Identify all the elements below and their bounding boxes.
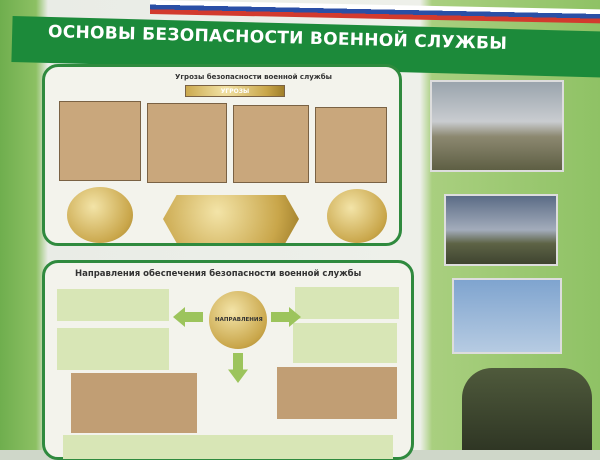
direction-box-organizational xyxy=(71,373,197,433)
right-circle xyxy=(327,189,387,243)
directions-heading: Направления обеспечения безопасности вое… xyxy=(75,269,362,279)
threat-box-4 xyxy=(315,107,387,183)
left-circle xyxy=(67,187,133,243)
direction-box-medical xyxy=(295,287,399,319)
center-hexagon xyxy=(163,195,299,243)
arrow-left-icon xyxy=(173,307,203,327)
threat-box-1 xyxy=(59,101,141,181)
soldier-figure xyxy=(462,368,592,450)
direction-box-bottom xyxy=(63,435,393,459)
direction-box-socioeconomic xyxy=(57,328,169,370)
directions-center-label: НАПРАВЛЕНИЯ xyxy=(215,317,263,323)
direction-box-legal xyxy=(57,289,169,321)
direction-box-hydrometeorological xyxy=(293,323,397,363)
photo-artillery xyxy=(430,80,564,172)
arrow-right-icon xyxy=(271,307,301,327)
arrow-down-icon xyxy=(228,353,248,383)
direction-box-ecological xyxy=(277,367,397,419)
threats-panel: Угрозы безопасности военной службы УГРОЗ… xyxy=(42,64,402,246)
photo-jets xyxy=(452,278,562,354)
directions-panel: Направления обеспечения безопасности вое… xyxy=(42,260,414,460)
threats-heading: Угрозы безопасности военной службы xyxy=(175,73,332,81)
photo-tank xyxy=(444,194,558,266)
threat-box-2 xyxy=(147,103,227,183)
directions-circle xyxy=(209,291,267,349)
threats-center-label: УГРОЗЫ xyxy=(185,85,285,97)
threat-box-3 xyxy=(233,105,309,183)
